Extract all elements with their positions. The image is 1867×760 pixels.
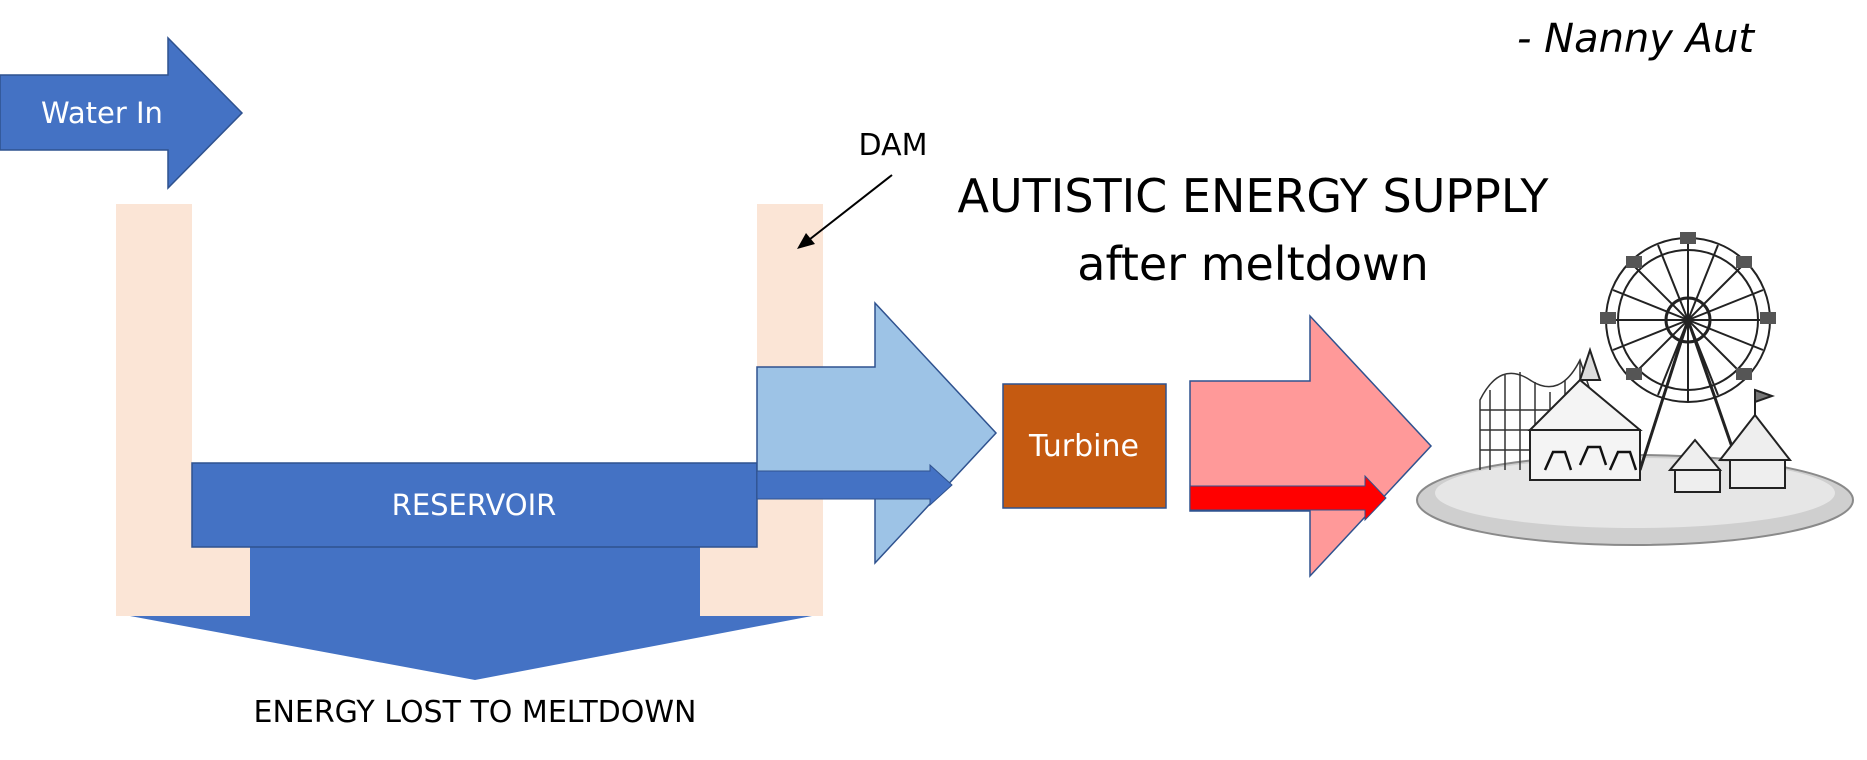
energy-out-arrow (1189, 314, 1433, 578)
signature: - Nanny Aut (1517, 16, 1755, 62)
energy-lost-label: ENERGY LOST TO MELTDOWN (253, 695, 696, 730)
dam-label: DAM (859, 128, 928, 163)
dam-bottom-right (700, 545, 823, 616)
water-in-label: Water In (41, 96, 163, 130)
reservoir-label: RESERVOIR (392, 488, 557, 522)
turbine-box (1002, 383, 1167, 509)
dam-bottom-left (116, 545, 250, 616)
small-flow-arrow (756, 463, 953, 507)
red-energy-arrow (1189, 474, 1387, 522)
title-line-1: AUTISTIC ENERGY SUPPLY (958, 169, 1550, 223)
turbine-label: Turbine (1028, 429, 1139, 464)
dam-pointer-line (804, 174, 893, 244)
title-line-2: after meltdown (1077, 237, 1429, 291)
water-in-arrow (0, 36, 244, 190)
dam-pointer-head (797, 233, 815, 249)
reservoir-box (191, 462, 758, 548)
amusement-park-icon (1416, 232, 1854, 546)
energy-lost-arrow (130, 545, 812, 680)
